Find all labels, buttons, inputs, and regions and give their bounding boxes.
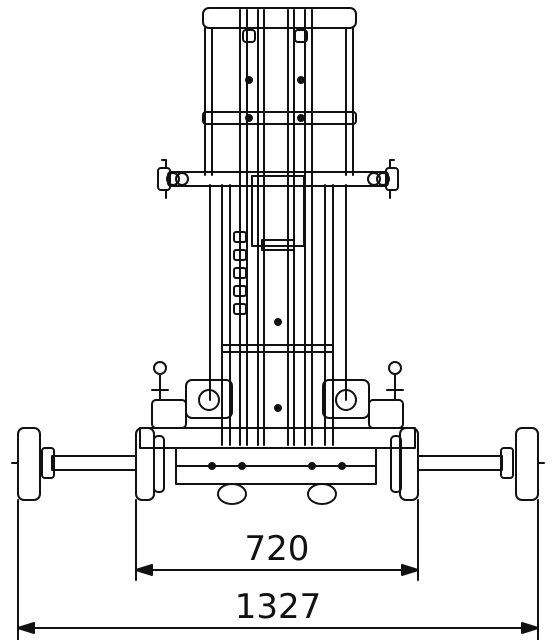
chain-detail — [221, 231, 334, 412]
central-mast — [209, 9, 347, 446]
carriage-crossbar — [157, 159, 399, 251]
dimension-720: 720 — [135, 499, 419, 581]
base-chassis — [139, 427, 416, 505]
dimension-label-inner: 720 — [245, 529, 310, 569]
lower-levers — [151, 361, 404, 429]
inner-wheel-right — [390, 427, 419, 501]
upper-mast-frame — [202, 7, 357, 176]
outrigger-right — [417, 427, 545, 501]
outrigger-left — [11, 427, 137, 501]
dimension-1327: 1327 — [17, 499, 539, 640]
dimension-label-overall: 1327 — [235, 587, 322, 627]
